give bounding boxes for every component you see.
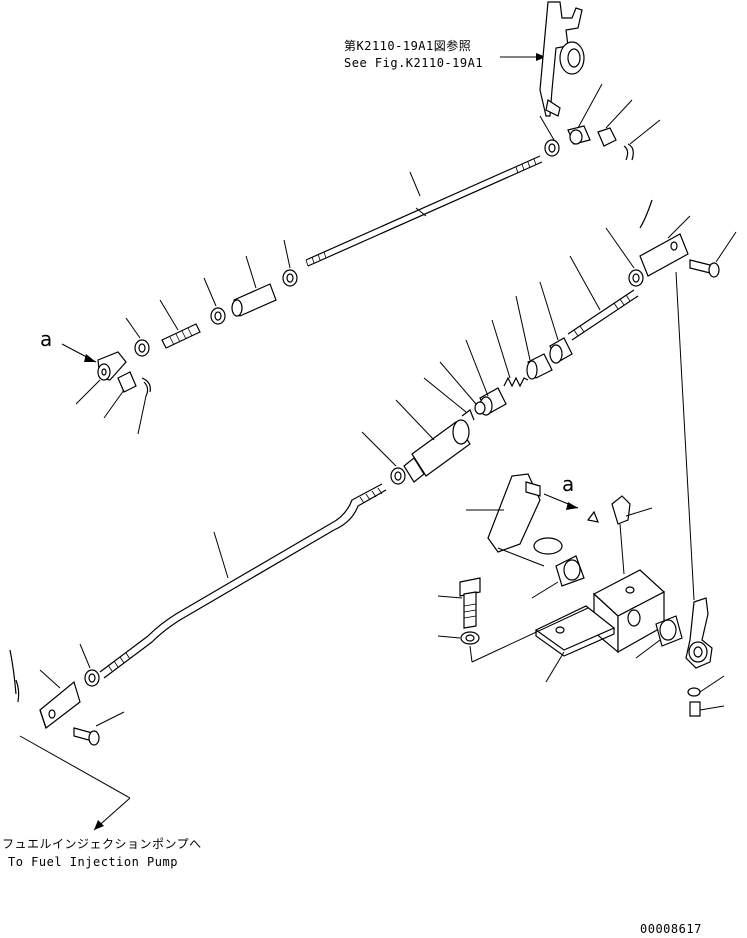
small-washer (687, 687, 701, 697)
right-cotter-pin (639, 199, 653, 229)
destination-text-en: To Fuel Injection Pump (8, 855, 178, 869)
damper-cylinder (361, 399, 471, 485)
bell-crank (487, 473, 541, 553)
threaded-stud (161, 323, 201, 349)
reference-arrow (500, 53, 546, 61)
compression-spring (503, 376, 529, 388)
small-clip (461, 409, 475, 421)
mount-bolt-head (459, 577, 481, 597)
grease-cap (586, 510, 599, 523)
reference-text-jp: 第K2110-19A1図参照 (344, 38, 471, 53)
upper-rod (305, 155, 543, 267)
mount-bolt-shank (463, 591, 477, 629)
lower-left-clevis (9, 643, 125, 746)
bracket-assembly (437, 473, 683, 683)
spring-rod-assembly (423, 227, 644, 421)
lower-right-lever (685, 597, 725, 717)
destination-text-jp: フュエルインジェクションポンプへ (2, 837, 202, 851)
right-clevis (639, 199, 737, 601)
upper-castle-nut (597, 127, 617, 147)
view-a-marker-left: a (40, 327, 52, 351)
upper-cotter-pin (623, 143, 634, 161)
upper-left-parts (61, 239, 298, 435)
left-cotter-pin (141, 377, 151, 397)
left-castle-nut (117, 371, 137, 393)
lower-rod (99, 483, 387, 679)
drawing-number: 00008617 (640, 922, 702, 936)
lower-cotter-pin (9, 649, 20, 703)
destination-arrow (19, 735, 131, 831)
small-bolt (689, 701, 701, 717)
grease-fitting (611, 495, 631, 525)
upper-lever (539, 1, 585, 117)
upper-hardware (539, 83, 661, 161)
reference-text-en: See Fig.K2110-19A1 (344, 56, 483, 70)
view-a-marker-right: a (562, 472, 574, 496)
